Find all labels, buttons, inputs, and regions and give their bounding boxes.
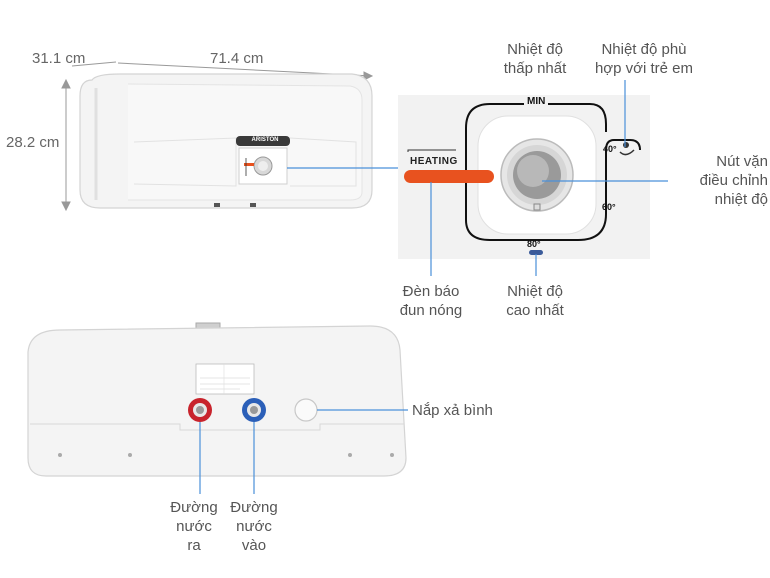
min-mark: MIN (524, 96, 549, 107)
height-dimension: 28.2 cm (6, 134, 60, 151)
brand-logo: ARISTON (251, 137, 279, 143)
label-water-out: Đường nước ra (170, 499, 218, 554)
label-max-temp: Nhiệt độ cao nhất (506, 283, 564, 319)
label-heating-light: Đèn báo đun nóng (399, 283, 463, 319)
mark-60: 60° (602, 202, 616, 212)
label-drain-cap: Nắp xả bình (412, 402, 493, 419)
callout-lines-bottom (199, 409, 408, 494)
label-water-in: Đường nước vào (230, 499, 278, 554)
heater-front-view (79, 73, 373, 209)
heating-indicator-light (404, 170, 494, 183)
label-knob: Nút vặn điều chỉnh nhiệt độ (699, 153, 768, 208)
drain-cap (294, 398, 318, 422)
label-child-temp: Nhiệt độ phù hợp với trẻ em (594, 41, 694, 77)
label-min-temp: Nhiệt độ thấp nhất (503, 41, 567, 77)
callout-lines-top (287, 80, 668, 276)
depth-dimension: 31.1 cm (32, 50, 86, 67)
width-dimension: 71.4 cm (210, 50, 264, 67)
child-icon (623, 142, 629, 148)
control-panel-closeup (398, 95, 650, 259)
heater-bottom-view (27, 322, 407, 477)
mark-40: 40° (603, 144, 617, 154)
mark-80: 80° (527, 239, 541, 249)
heating-text: HEATING (410, 156, 458, 167)
